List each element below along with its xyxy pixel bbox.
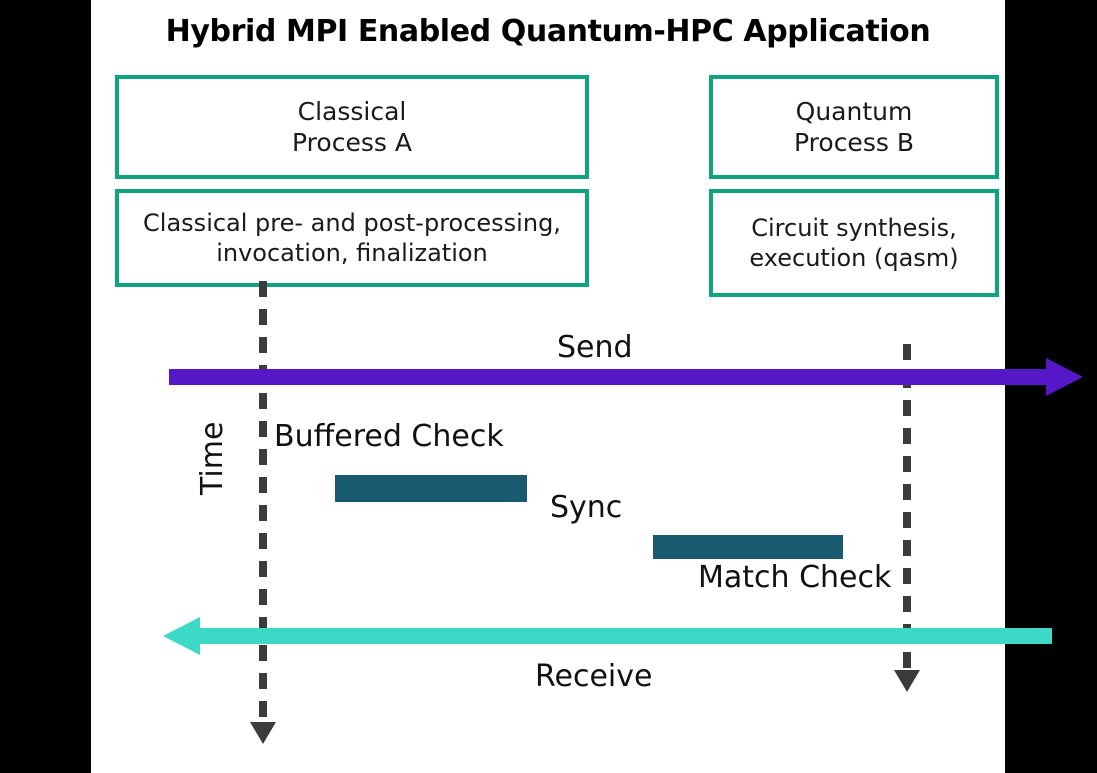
time-axis-label: Time: [195, 421, 230, 495]
process-b-header-line2: Process B: [794, 128, 914, 157]
receive-message-arrow: [197, 628, 1052, 644]
process-b-header-box: Quantum Process B: [709, 75, 999, 179]
page-title: Hybrid MPI Enabled Quantum-HPC Applicati…: [165, 14, 931, 49]
sync-label: Sync: [550, 490, 623, 525]
process-b-detail-line2: execution (qasm): [749, 244, 959, 272]
lifeline-process-b: [903, 344, 911, 681]
receive-message-label: Receive: [535, 659, 653, 694]
send-arrowhead-icon: [1046, 358, 1083, 396]
send-message-arrow: [169, 369, 1049, 385]
match-check-label: Match Check: [698, 560, 892, 595]
activation-bar-buffered-check: [335, 475, 527, 502]
process-b-detail-line1: Circuit synthesis,: [751, 214, 957, 242]
process-a-header-box: Classical Process A: [115, 75, 589, 179]
process-a-detail-line2: invocation, finalization: [216, 239, 488, 267]
process-b-detail-box: Circuit synthesis, execution (qasm): [709, 189, 999, 297]
process-a-header-line2: Process A: [292, 128, 412, 157]
activation-bar-match-check: [653, 535, 843, 559]
diagram-surface: Hybrid MPI Enabled Quantum-HPC Applicati…: [91, 0, 1083, 773]
send-message-label: Send: [557, 330, 633, 365]
process-a-detail-box: Classical pre- and post-processing, invo…: [115, 189, 589, 287]
lifeline-process-b-arrowhead-icon: [894, 670, 920, 692]
process-a-detail-line1: Classical pre- and post-processing,: [143, 209, 561, 237]
process-a-header-line1: Classical: [297, 96, 407, 126]
process-b-header-line1: Quantum: [795, 96, 913, 126]
buffered-check-label: Buffered Check: [274, 419, 504, 454]
receive-arrowhead-icon: [163, 617, 200, 655]
lifeline-process-a: [259, 281, 267, 733]
lifeline-process-a-arrowhead-icon: [250, 722, 276, 744]
